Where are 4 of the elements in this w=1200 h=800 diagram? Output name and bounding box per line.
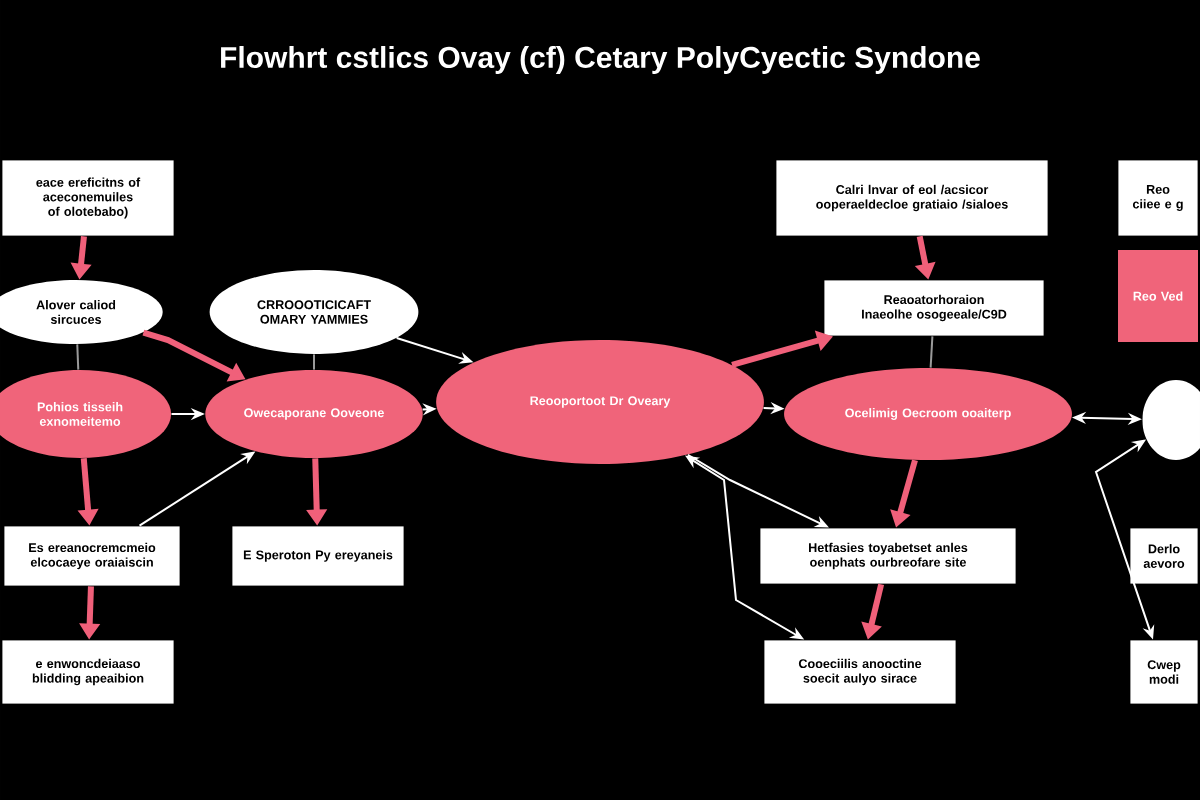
connector-line bbox=[313, 353, 315, 371]
connector-line bbox=[929, 335, 934, 369]
connector-line bbox=[76, 343, 80, 371]
title: Flowhrt cstlics Ovay (cf) Cetary PolyCyectic Syndone bbox=[221, 46, 980, 74]
